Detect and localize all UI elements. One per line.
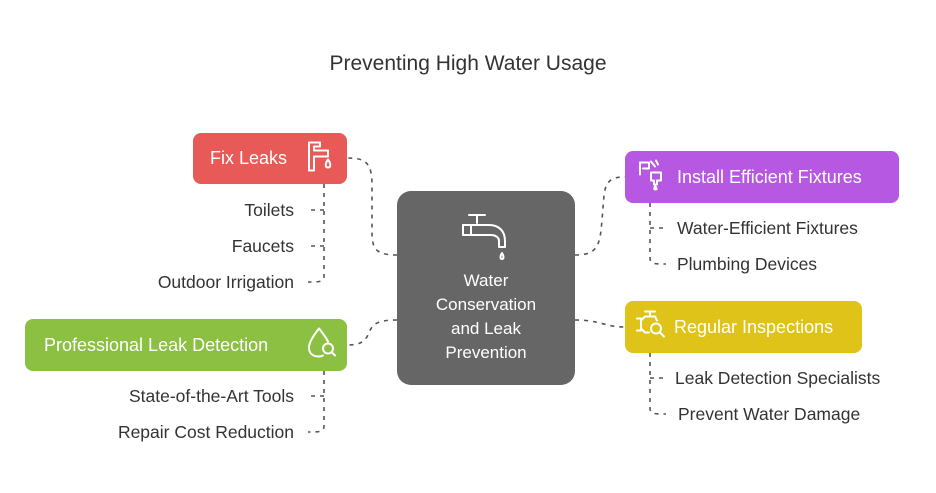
branch-fix-leaks: Fix Leaks [193, 133, 347, 184]
list-item: Plumbing Devices [677, 254, 818, 274]
connector-install-efficient-fixtures [574, 176, 626, 256]
branch-label: Regular Inspections [674, 316, 834, 337]
faucet-icon [459, 211, 513, 268]
branch-regular-inspections: Regular Inspections [625, 301, 862, 353]
list-item: Outdoor Irrigation [157, 272, 294, 292]
branch-professional-leak-detection: Professional Leak Detection [25, 319, 347, 371]
list-item: Repair Cost Reduction [117, 422, 294, 442]
branch-label: Install Efficient Fixtures [677, 166, 862, 187]
bracket-install [649, 203, 667, 265]
drop-search-icon [307, 327, 337, 364]
list-item: Prevent Water Damage [678, 404, 861, 424]
branch-install-efficient-fixtures: Install Efficient Fixtures [625, 151, 899, 203]
shower-faucet-icon [637, 159, 667, 196]
central-node-label: Water Conservation and Leak Prevention [435, 271, 537, 362]
list-item: Leak Detection Specialists [675, 368, 881, 388]
pipe-drop-icon [306, 140, 336, 177]
bracket-fix-leaks [307, 184, 325, 283]
bracket-professional [307, 371, 325, 433]
branch-label: Fix Leaks [210, 148, 288, 168]
central-node: Water Conservation and Leak Prevention [397, 191, 575, 385]
list-item: Faucets [231, 236, 294, 256]
list-item: State-of-the-Art Tools [128, 386, 294, 406]
list-item: Water-Efficient Fixtures [677, 218, 858, 238]
bracket-regular [649, 353, 667, 415]
branch-label: Professional Leak Detection [44, 334, 269, 355]
connector-regular-inspections [574, 319, 626, 328]
connector-professional-leak-detection [346, 319, 398, 346]
list-item: Toilets [244, 200, 294, 220]
connector-fix-leaks [346, 157, 398, 256]
diagram-title: Preventing High Water Usage [329, 52, 607, 75]
valve-search-icon [635, 309, 667, 346]
